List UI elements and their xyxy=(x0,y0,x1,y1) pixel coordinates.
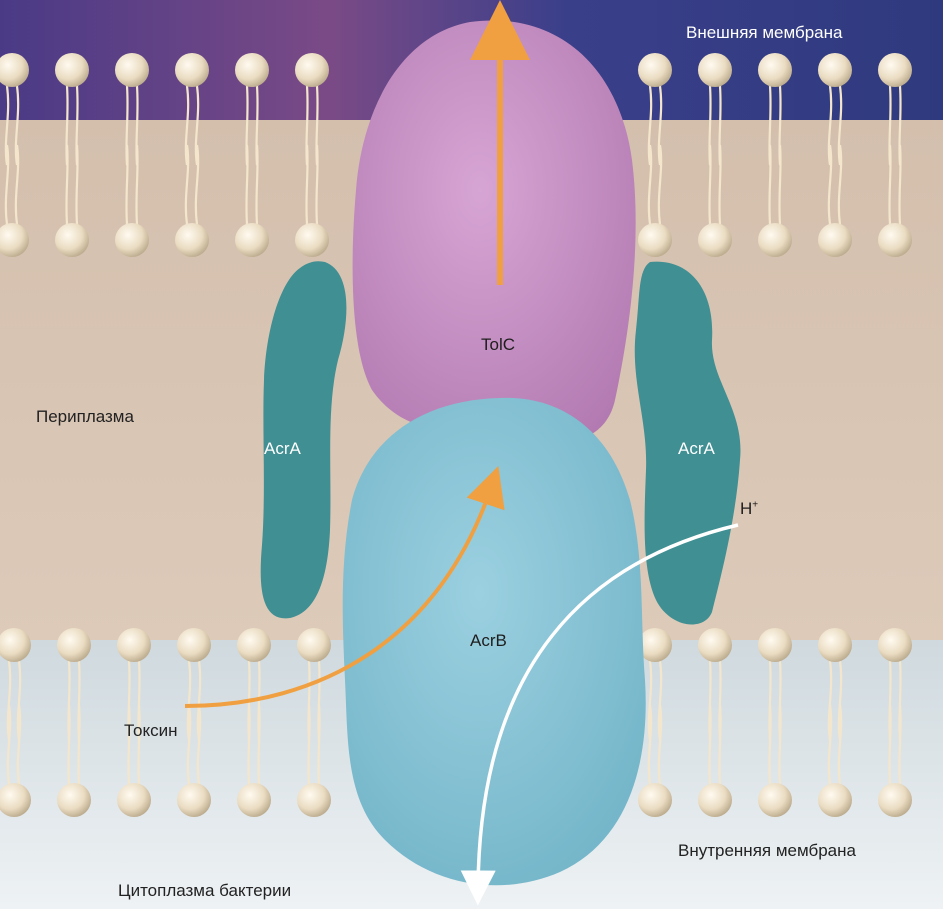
proton-charge: + xyxy=(752,499,758,510)
tolc-label: TolC xyxy=(481,336,515,353)
inner-membrane-label: Внутренняя мембрана xyxy=(678,842,856,859)
acrb-label: AcrB xyxy=(470,632,507,649)
tolc-protein xyxy=(353,20,636,444)
proton-label: H+ xyxy=(740,500,758,517)
outer-membrane-label: Внешняя мембрана xyxy=(686,24,842,41)
proton-symbol: H xyxy=(740,499,752,518)
cytoplasm-label: Цитоплазма бактерии xyxy=(118,882,291,899)
periplasm-label: Периплазма xyxy=(36,408,134,425)
acra-left-label: AcrA xyxy=(264,440,301,457)
toxin-label: Токсин xyxy=(124,722,178,739)
acra-right-label: AcrA xyxy=(678,440,715,457)
